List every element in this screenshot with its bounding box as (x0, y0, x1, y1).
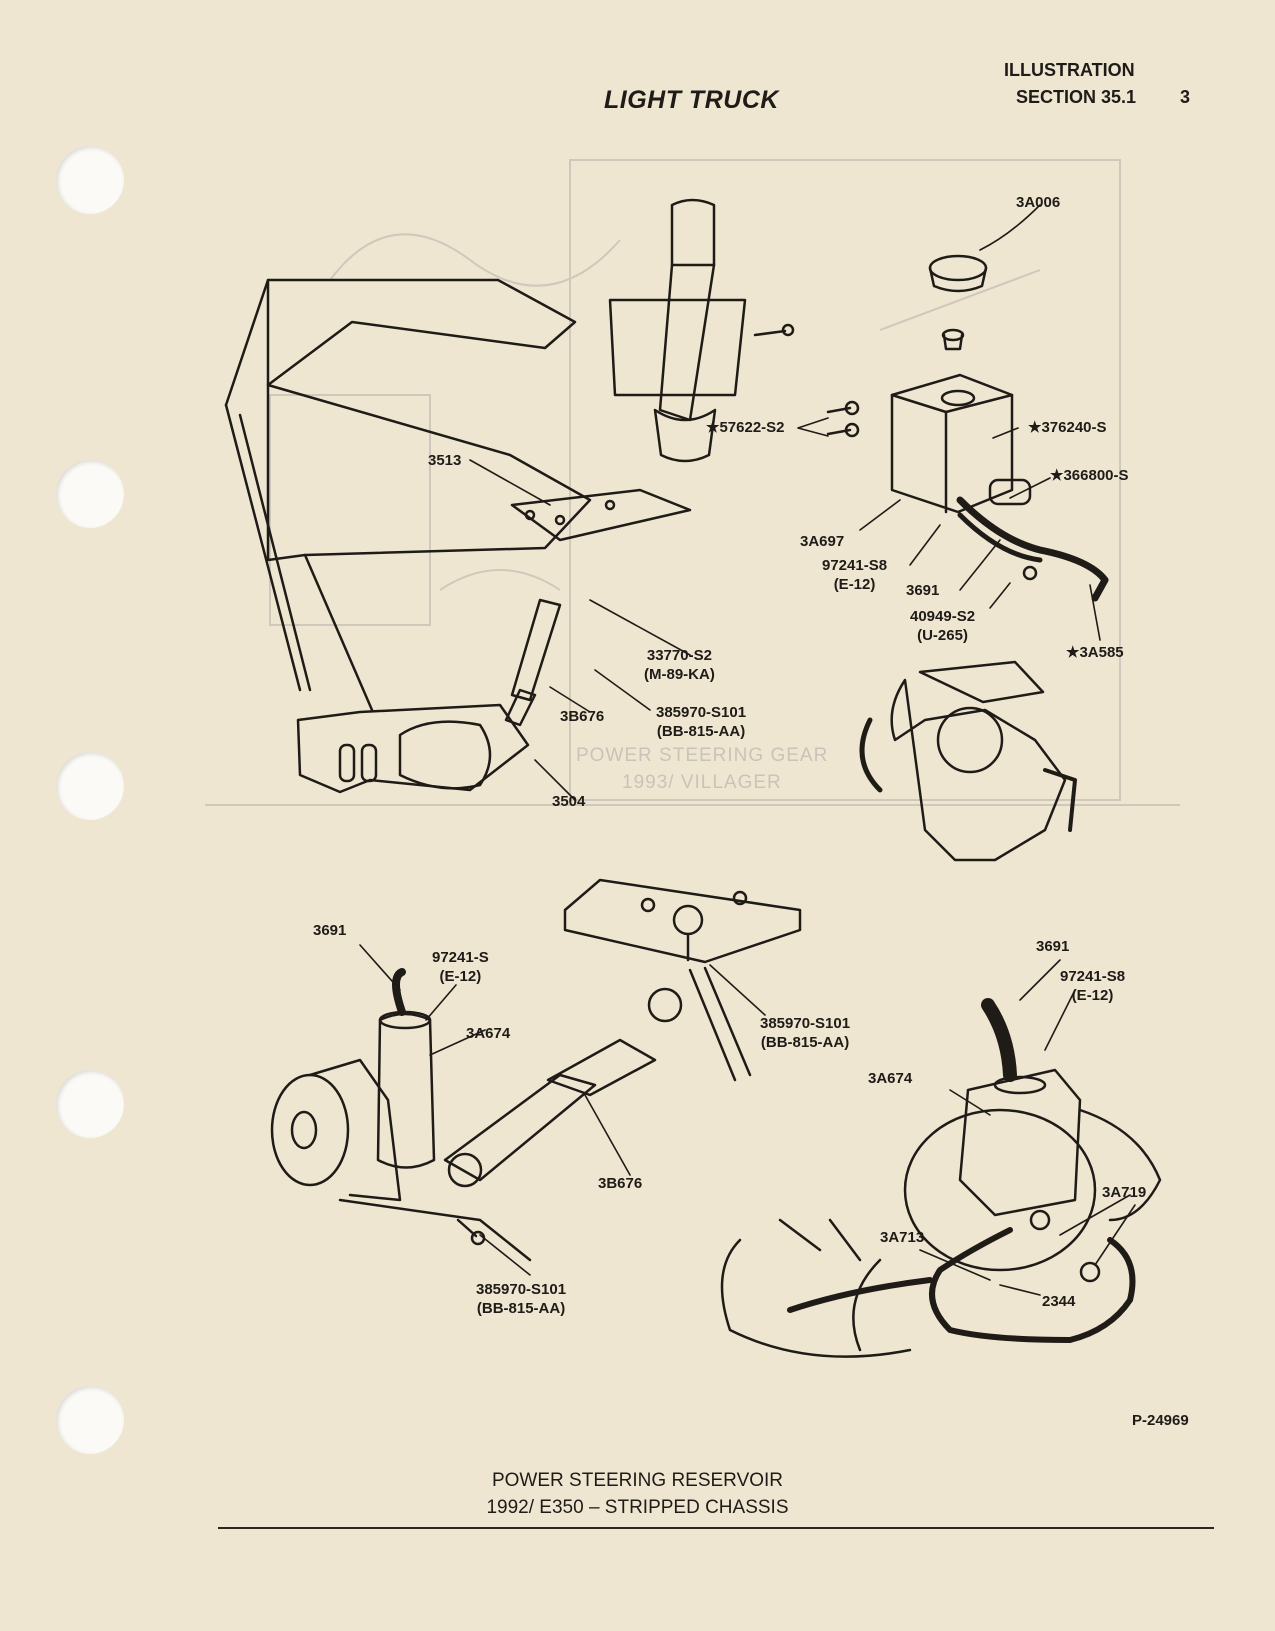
part-label-3691-left: 3691 (313, 922, 347, 939)
leader-lines (359, 204, 1136, 1296)
binder-hole (56, 1386, 124, 1454)
part-number: 97241-S (432, 949, 489, 966)
caption-subtitle: 1992/ E350 – STRIPPED CHASSIS (486, 1497, 789, 1518)
part-code: (BB-815-AA) (476, 1300, 566, 1317)
part-label-385970-s101-mid: 385970-S101 (BB-815-AA) (760, 1014, 850, 1052)
part-number: 40949-S2 (910, 608, 976, 625)
part-number: 385970-S101 (476, 1281, 567, 1298)
binder-hole (56, 1070, 124, 1138)
part-label-3b676-top: 3B676 (560, 708, 605, 725)
part-label-3691-top: 3691 (906, 582, 940, 599)
part-label-3691-right: 3691 (1036, 938, 1070, 955)
binder-hole (56, 146, 124, 214)
part-label-97241-s-left: 97241-S (E-12) (432, 948, 489, 986)
caption-title: POWER STEERING RESERVOIR (491, 1470, 784, 1491)
part-label-33770-s2: 33770-S2 (M-89-KA) (644, 646, 715, 684)
part-label-3a674-right: 3A674 (868, 1070, 913, 1087)
part-code: (E-12) (833, 576, 876, 593)
part-label-3a713: 3A713 (880, 1229, 925, 1246)
part-code: (BB-815-AA) (760, 1034, 850, 1051)
part-label-3513: 3513 (428, 452, 462, 469)
binder-hole (56, 752, 124, 820)
part-label-385970-s101-top: 385970-S101 (BB-815-AA) (656, 703, 746, 741)
part-number: 97241-S8 (822, 557, 888, 574)
page-title: LIGHT TRUCK (604, 86, 779, 114)
pump-left-drawing (270, 878, 802, 1262)
part-label-366800-s: ★366800-S (1050, 467, 1129, 484)
part-code: (E-12) (1071, 987, 1114, 1004)
part-label-3b676-bottom: 3B676 (598, 1175, 643, 1192)
part-code: (E-12) (439, 968, 482, 985)
part-code: (BB-815-AA) (656, 723, 746, 740)
binder-hole (56, 460, 124, 528)
bleed-through-drawing (205, 159, 1180, 806)
bleed-through-line2: 1993/ VILLAGER (622, 772, 782, 793)
steering-column-drawing (224, 198, 795, 794)
part-label-97241-s8-top: 97241-S8 (E-12) (822, 556, 887, 594)
reservoir-drawing (826, 254, 1109, 602)
part-label-3a719: 3A719 (1102, 1184, 1147, 1201)
part-label-385970-s101-bottom: 385970-S101 (BB-815-AA) (476, 1280, 566, 1318)
header-illustration: ILLUSTRATION (1004, 60, 1135, 80)
figure-number: P-24969 (1132, 1412, 1189, 1429)
page-number: 3 (1180, 87, 1191, 107)
part-label-2344: 2344 (1042, 1293, 1076, 1310)
part-number: 33770-S2 (646, 647, 712, 664)
part-label-57622-s2: ★57622-S2 (706, 419, 785, 436)
part-number: 97241-S8 (1060, 968, 1126, 985)
part-number: 385970-S101 (760, 1015, 851, 1032)
part-label-3a697: 3A697 (800, 533, 845, 550)
part-label-3504: 3504 (552, 793, 586, 810)
part-number: 385970-S101 (656, 704, 747, 721)
part-label-376240-s: ★376240-S (1028, 419, 1107, 436)
part-label-3a585: ★3A585 (1066, 644, 1124, 661)
part-code: (U-265) (917, 627, 968, 644)
pump-right-drawing (720, 998, 1162, 1358)
part-label-40949-s2: 40949-S2 (U-265) (910, 607, 975, 645)
part-label-97241-s8-right: 97241-S8 (E-12) (1060, 967, 1125, 1005)
part-label-3a674-left: 3A674 (466, 1025, 511, 1042)
caption-rule (218, 1527, 1214, 1529)
part-code: (M-89-KA) (644, 666, 715, 683)
bleed-through-line1: POWER STEERING GEAR (576, 745, 829, 766)
header-section: SECTION 35.1 (1016, 87, 1137, 107)
villager-gear-drawing (859, 660, 1077, 862)
part-label-3a006: 3A006 (1016, 194, 1061, 211)
